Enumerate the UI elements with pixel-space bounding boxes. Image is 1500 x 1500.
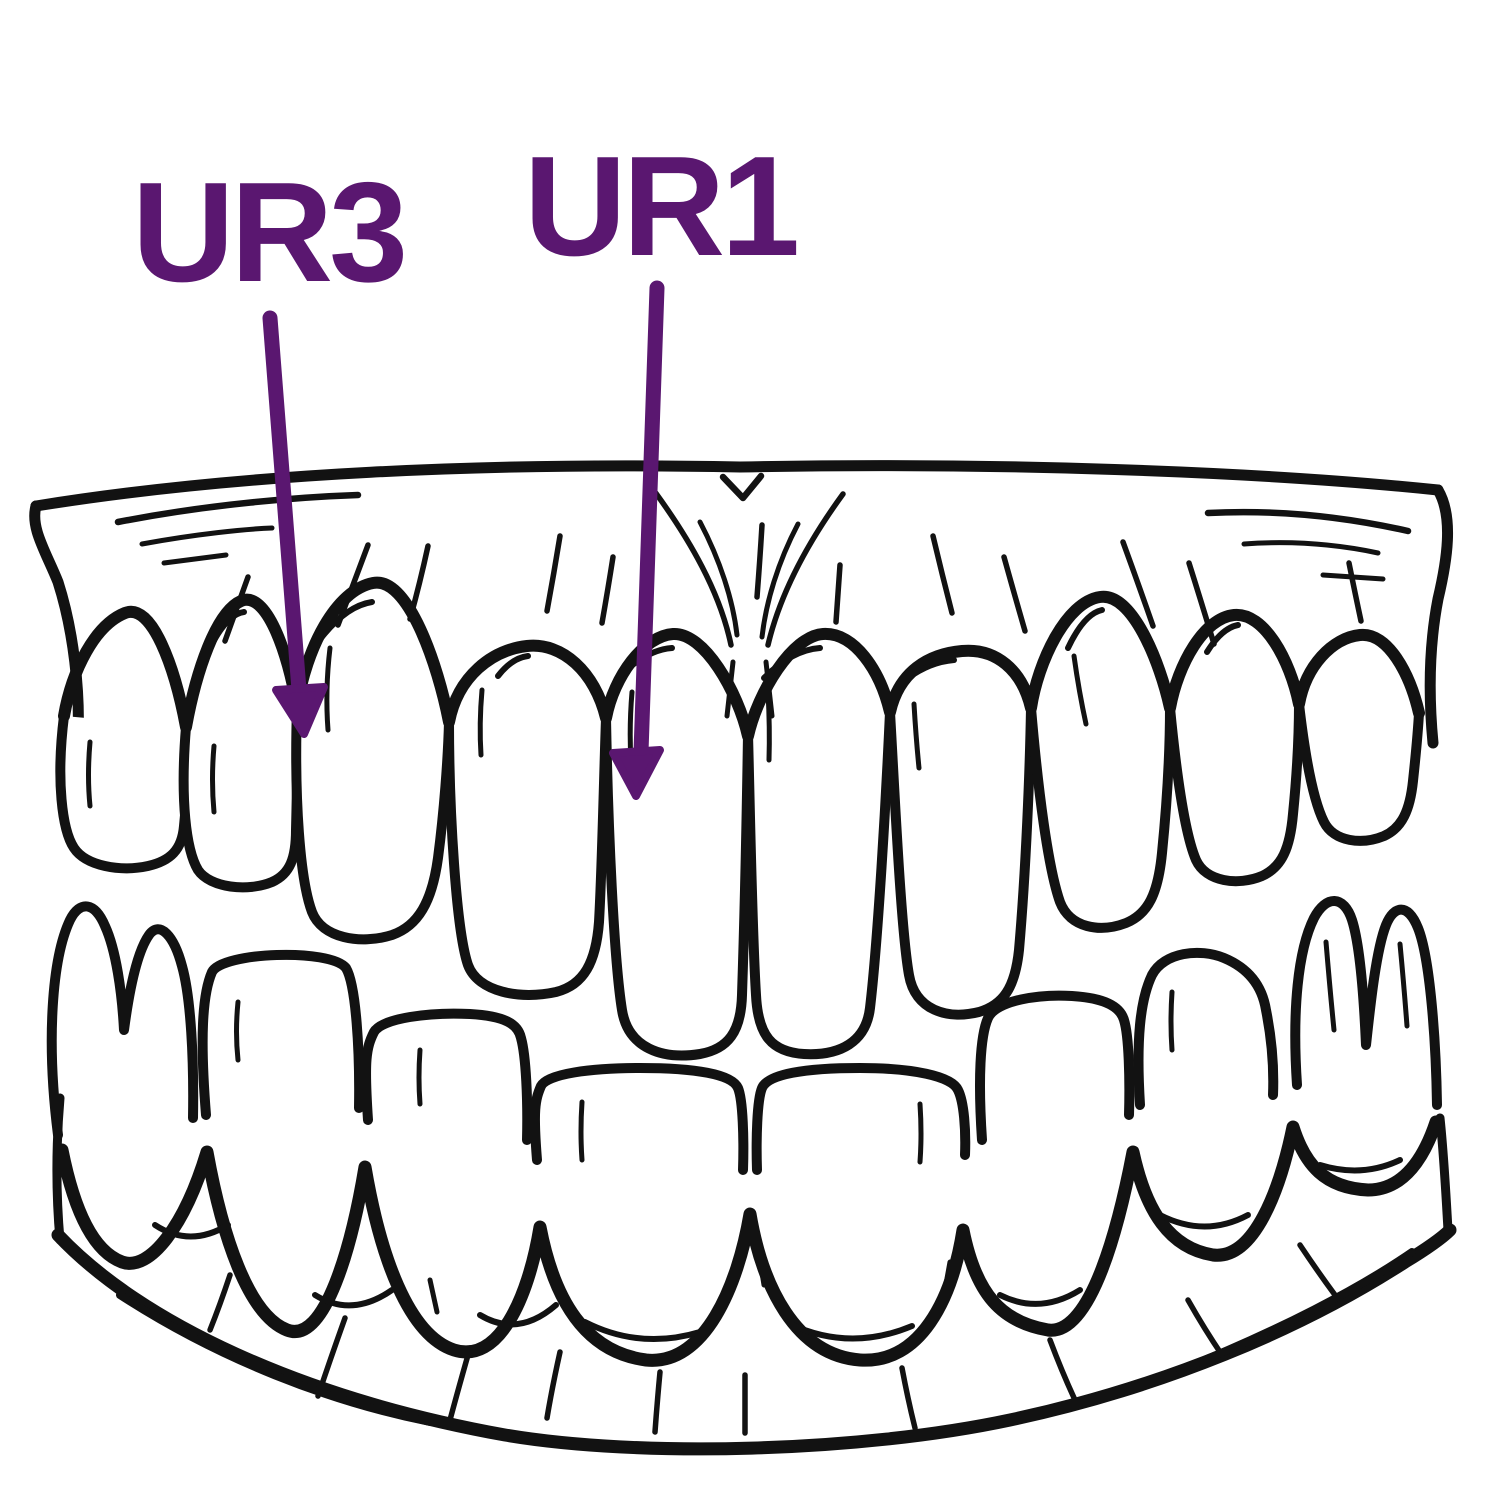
tooth-lower-left-premolars [46,901,199,1140]
ur1-arrow [609,280,665,800]
tooth-lower-lateral-left [361,1008,533,1145]
tooth-ur3-canine [291,702,454,945]
tooth-upper-left-molar [55,711,193,874]
lower-jaw [46,896,1457,1456]
tooth-ul3-canine [1026,703,1175,933]
tooth-ul1-central-incisor [743,707,895,1060]
tooth-ur1-central-incisor [601,713,753,1061]
tooth-lower-central-right [751,1063,971,1175]
tooth-lower-central-left [529,1063,749,1175]
tooth-lower-right-premolars [1290,896,1442,1110]
ur3-arrow [262,310,328,738]
tooth-upper-right-molar [1294,699,1424,846]
tooth-lower-right-canine [1133,947,1279,1110]
upper-jaw [29,460,1454,1061]
label-ur1: UR1 [524,127,800,286]
tooth-lower-left-canine [197,949,365,1120]
label-ur3: UR3 [132,153,408,312]
tooth-ur2-lateral-incisor [444,713,611,1000]
tooth-upper-premolar-right [1165,699,1304,887]
tooth-ul2-lateral-incisor [885,703,1036,1020]
tooth-upper-premolar-left [178,702,303,893]
tooth-lower-lateral-right [975,990,1135,1145]
